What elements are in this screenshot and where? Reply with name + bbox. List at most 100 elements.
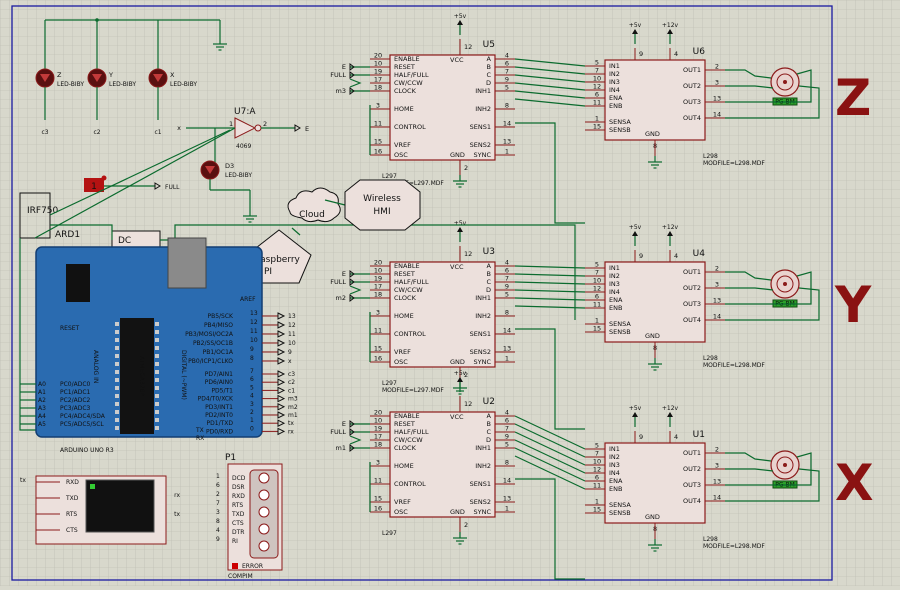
l298-right-pinno: 3 [715, 462, 719, 470]
l297-left-pinno: 11 [374, 477, 382, 485]
l298-left-pinlbl: IN1 [609, 264, 620, 272]
arduino-dpin-11: PD2/INT0 [205, 412, 233, 419]
led-type-1: LED-BIBY [109, 81, 136, 88]
l297-clock-arrow [349, 285, 362, 295]
l297-right-pinlbl: SENS2 [470, 348, 491, 356]
l297-left-pinlbl: OSC [394, 508, 408, 516]
arduino-dpin-3: PB2/SS/OC1B [193, 340, 233, 347]
bus-wire [514, 415, 586, 450]
l297-right-pinlbl: SENS1 [470, 123, 491, 131]
l298-vcc-no: 9 [639, 433, 643, 441]
mcu-pin [115, 330, 119, 334]
l297-left-pinlbl: CW/CCW [394, 286, 423, 294]
bus-wire [514, 90, 586, 99]
mcu-pin [115, 362, 119, 366]
cloud-link [324, 199, 346, 206]
arduino-apin-2: A2 [38, 397, 46, 404]
l297-right-pinlbl: D [486, 79, 491, 87]
l297-right-pinlbl: SYNC [474, 508, 492, 516]
motor-coil-wire [725, 287, 774, 291]
arduino-dpin-2: PB3/MOSI/OC2A [185, 331, 234, 338]
arduino-net-bottom-6: tx [288, 420, 294, 427]
l298-left-pinno: 5 [595, 442, 599, 450]
arduino-dpin-10: PD3/INT1 [205, 404, 233, 411]
l297-right-pinno: 6 [505, 417, 509, 425]
mcu-pin [155, 386, 159, 390]
l297-vcc-no: 12 [464, 250, 472, 258]
l298-gnd-lbl: GND [645, 130, 660, 138]
l297-right-pinlbl: C [486, 71, 491, 79]
l298-left-pinlbl: SENSB [609, 509, 631, 517]
l298-vcc-rail-0: +5v [629, 22, 642, 29]
l297-net-label-1-2: m2 [336, 294, 346, 302]
mcu-pin [115, 394, 119, 398]
diag-wire [49, 129, 231, 216]
l297-gnd-lbl: GND [450, 151, 465, 159]
net-arrow [277, 402, 286, 411]
mcu-pin [115, 418, 119, 422]
led-type-0: LED-BIBY [57, 81, 84, 88]
l298-left-pinlbl: ENB [609, 102, 622, 110]
l298-right-pinno: 13 [713, 297, 721, 305]
cloud-label: Cloud [299, 210, 325, 220]
l297-vcc-rail-2: +5v [454, 370, 467, 377]
arduino-reset: RESET [60, 325, 80, 332]
l297-left-pinlbl: VREF [394, 348, 411, 356]
l297-left-pinlbl: RESET [394, 63, 415, 71]
l297-right-pinlbl: INH2 [475, 105, 491, 113]
l298-left-pinlbl: ENA [609, 94, 623, 102]
l298-vcc-rail-1-arrow [632, 231, 638, 236]
sheet-border [11, 5, 833, 581]
l297-right-pinlbl: B [487, 63, 491, 71]
motor-coil-wire [725, 69, 812, 103]
l297-type-0: L297 [382, 173, 397, 180]
l298-left-pinlbl: IN2 [609, 453, 620, 461]
terminal-pin-1: TXD [65, 495, 79, 502]
mcu-pin [155, 378, 159, 382]
l297-left-pinlbl: CW/CCW [394, 79, 423, 87]
l297-vcc-rail-1: +5v [454, 220, 467, 227]
l298-right-pinno: 13 [713, 95, 721, 103]
mcu-pin [115, 322, 119, 326]
l297-gnd-lbl: GND [450, 358, 465, 366]
net-arrow [277, 427, 286, 436]
l297-left-pinlbl: VREF [394, 498, 411, 506]
bus-wire [514, 439, 586, 474]
l297-right-pinlbl: A [487, 55, 492, 63]
compim-pin-no-6: 4 [216, 527, 220, 534]
l297-right-pinno: 6 [505, 60, 509, 68]
led-body [92, 74, 102, 82]
l298-vs-rail-1-arrow [667, 231, 673, 236]
l297-vcc-no: 12 [464, 400, 472, 408]
l297-left-pinlbl: OSC [394, 358, 408, 366]
arduino-net-bottom-0: c3 [288, 371, 295, 378]
l298-left-pinno: 6 [595, 91, 599, 99]
compim-error: ERROR [242, 563, 263, 570]
compim-pin-lbl-1: DSR [232, 484, 245, 491]
l297-right-pinno: 5 [505, 84, 509, 92]
l298-vs-rail-2-arrow [667, 412, 673, 417]
arduino-rx: RX [196, 435, 204, 442]
l298-chip-u4 [604, 261, 706, 343]
mcu-pin [155, 410, 159, 414]
l297-right-pinlbl: INH2 [475, 462, 491, 470]
l298-right-pinlbl: OUT4 [683, 316, 701, 324]
l297-left-pinlbl: ENABLE [394, 55, 420, 63]
motor-coil-wire [725, 287, 820, 321]
l297-right-pinlbl: B [487, 270, 491, 278]
terminal-cursor [90, 484, 95, 489]
l298-right-pinlbl: OUT3 [683, 300, 701, 308]
l297-gnd-no: 2 [464, 521, 468, 529]
arduino-net-bottom-2: c1 [288, 387, 295, 394]
l298-vcc-rail-0-arrow [632, 29, 638, 34]
net-arrow [349, 294, 355, 302]
bus-wire [514, 447, 586, 482]
l298-right-pinlbl: OUT3 [683, 481, 701, 489]
l297-right-pinno: 9 [505, 433, 509, 441]
l297-model-0: MODFILE=L297.MDF [382, 180, 444, 187]
l297-left-pinlbl: HALF/FULL [394, 278, 429, 286]
compim-pin-hole [258, 523, 270, 535]
l297-left-pinlbl: ENABLE [394, 412, 420, 420]
inv-in-label: x [177, 124, 181, 132]
l298-right-pinno: 13 [713, 478, 721, 486]
